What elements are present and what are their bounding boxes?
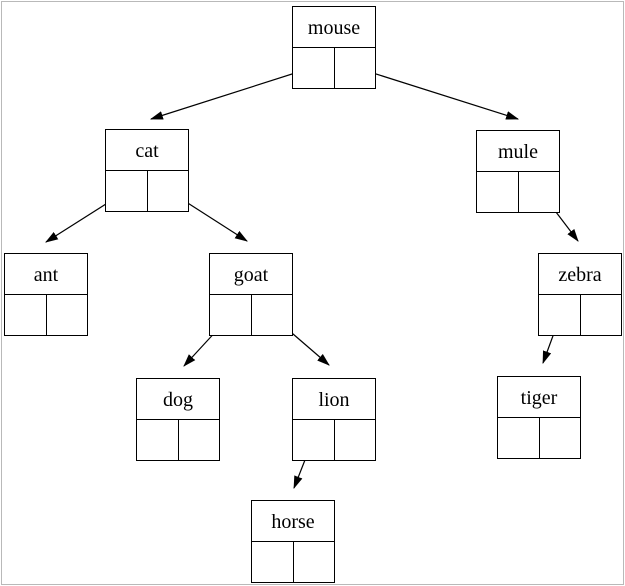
tree-node-mule: mule xyxy=(476,130,560,213)
right-pointer-cell-mouse xyxy=(335,48,376,88)
left-pointer-cell-ant xyxy=(5,295,47,335)
left-pointer-cell-cat xyxy=(106,171,148,211)
node-label-goat: goat xyxy=(210,254,292,295)
node-label-cat: cat xyxy=(106,130,188,171)
tree-node-tiger: tiger xyxy=(497,376,581,459)
right-pointer-cell-zebra xyxy=(581,295,622,335)
node-label-lion: lion xyxy=(293,379,375,420)
left-pointer-cell-zebra xyxy=(539,295,581,335)
pointer-cells-cat xyxy=(106,171,188,211)
pointer-cells-zebra xyxy=(539,295,621,335)
pointer-cells-lion xyxy=(293,420,375,460)
edge-mouse-cat xyxy=(149,66,315,120)
pointer-cells-dog xyxy=(137,420,219,460)
tree-node-ant: ant xyxy=(4,253,88,336)
left-pointer-cell-mule xyxy=(477,172,519,212)
node-label-tiger: tiger xyxy=(498,377,580,418)
right-pointer-cell-lion xyxy=(335,420,376,460)
tree-node-cat: cat xyxy=(105,129,189,212)
right-pointer-cell-horse xyxy=(294,542,335,582)
pointer-cells-ant xyxy=(5,295,87,335)
node-label-mule: mule xyxy=(477,131,559,172)
left-pointer-cell-tiger xyxy=(498,418,540,458)
node-label-zebra: zebra xyxy=(539,254,621,295)
pointer-cells-goat xyxy=(210,295,292,335)
right-pointer-cell-tiger xyxy=(540,418,581,458)
pointer-cells-mouse xyxy=(293,48,375,88)
pointer-cells-mule xyxy=(477,172,559,212)
tree-node-lion: lion xyxy=(292,378,376,461)
node-label-dog: dog xyxy=(137,379,219,420)
right-pointer-cell-dog xyxy=(179,420,220,460)
left-pointer-cell-lion xyxy=(293,420,335,460)
right-pointer-cell-goat xyxy=(252,295,293,335)
tree-node-zebra: zebra xyxy=(538,253,622,336)
left-pointer-cell-mouse xyxy=(293,48,335,88)
edge-mouse-mule xyxy=(353,66,520,120)
right-pointer-cell-mule xyxy=(519,172,560,212)
left-pointer-cell-horse xyxy=(252,542,294,582)
right-pointer-cell-cat xyxy=(148,171,189,211)
node-label-mouse: mouse xyxy=(293,7,375,48)
pointer-cells-horse xyxy=(252,542,334,582)
node-label-horse: horse xyxy=(252,501,334,542)
tree-node-horse: horse xyxy=(251,500,335,583)
node-label-ant: ant xyxy=(5,254,87,295)
pointer-cells-tiger xyxy=(498,418,580,458)
tree-node-mouse: mouse xyxy=(292,6,376,89)
tree-node-dog: dog xyxy=(136,378,220,461)
right-pointer-cell-ant xyxy=(47,295,88,335)
left-pointer-cell-goat xyxy=(210,295,252,335)
tree-node-goat: goat xyxy=(209,253,293,336)
left-pointer-cell-dog xyxy=(137,420,179,460)
